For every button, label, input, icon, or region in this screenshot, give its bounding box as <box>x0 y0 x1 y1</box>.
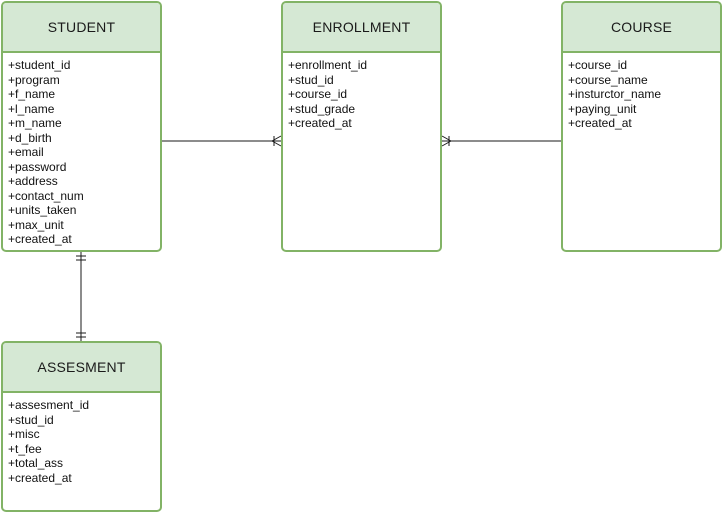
attribute-item: +password <box>8 159 67 174</box>
relationship-course-enrollment[interactable] <box>441 135 561 147</box>
attribute-item: +stud_grade <box>288 101 356 116</box>
crowfoot-one-or-many-icon <box>441 135 452 147</box>
attribute-item: +insturctor_name <box>568 87 662 101</box>
attribute-list: +assesment_id +stud_id +misc +t_fee +tot… <box>3 393 160 485</box>
entity-enrollment[interactable]: ENROLLMENT +enrollment_id +stud_id +cour… <box>281 1 442 252</box>
attribute-item: +paying_unit <box>568 101 637 116</box>
attribute-item: +course_id <box>288 87 348 101</box>
attribute-item: +units_taken <box>8 203 77 217</box>
crowfoot-exactly-one-icon <box>76 255 86 261</box>
relationship-student-assesment[interactable] <box>76 252 86 341</box>
attribute-item: +t_fee <box>8 441 42 456</box>
attribute-item: +misc <box>8 427 40 441</box>
attribute-list: +enrollment_id +stud_id +course_id +stud… <box>283 53 440 131</box>
attribute-item: +course_name <box>568 72 648 87</box>
attribute-item: +l_name <box>8 101 55 116</box>
attribute-item: +enrollment_id <box>288 58 368 72</box>
attribute-list: +student_id +program +f_name +l_name +m_… <box>3 53 160 247</box>
attribute-item: +email <box>8 145 44 159</box>
attribute-item: +address <box>8 174 58 188</box>
attribute-item: +contact_num <box>8 188 84 203</box>
crowfoot-exactly-one-icon <box>76 332 86 338</box>
attribute-item: +total_ass <box>8 456 64 470</box>
entity-course[interactable]: COURSE +course_id +course_name +insturct… <box>561 1 722 252</box>
attribute-item: +m_name <box>8 116 62 130</box>
entity-title: COURSE <box>563 3 720 53</box>
attribute-item: +assesment_id <box>8 398 90 412</box>
entity-title: STUDENT <box>3 3 160 53</box>
attribute-item: +stud_id <box>8 412 54 427</box>
attribute-item: +max_unit <box>8 217 64 232</box>
attribute-item: +stud_id <box>288 72 334 87</box>
attribute-item: +created_at <box>8 232 72 246</box>
attribute-item: +program <box>8 72 60 87</box>
entity-title: ASSESMENT <box>3 343 160 393</box>
attribute-item: +student_id <box>8 58 71 72</box>
attribute-item: +created_at <box>288 116 352 130</box>
entity-student[interactable]: STUDENT +student_id +program +f_name +l_… <box>1 1 162 252</box>
crowfoot-one-or-many-icon <box>271 135 282 147</box>
attribute-item: +created_at <box>8 470 72 485</box>
attribute-list: +course_id +course_name +insturctor_name… <box>563 53 720 131</box>
attribute-item: +created_at <box>568 116 632 130</box>
entity-title: ENROLLMENT <box>283 3 440 53</box>
entity-assesment[interactable]: ASSESMENT +assesment_id +stud_id +misc +… <box>1 341 162 512</box>
attribute-item: +d_birth <box>8 130 52 145</box>
attribute-item: +f_name <box>8 87 56 101</box>
attribute-item: +course_id <box>568 58 628 72</box>
relationship-student-enrollment[interactable] <box>162 135 282 147</box>
